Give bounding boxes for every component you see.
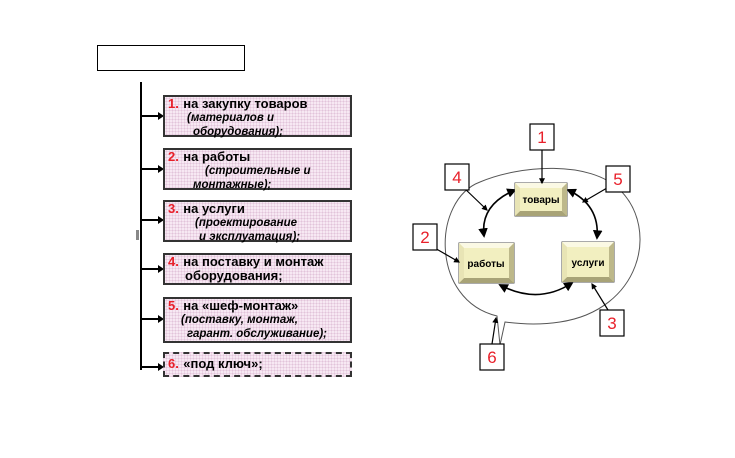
item-number: 3.: [168, 201, 179, 216]
marker-2: 2: [412, 223, 438, 251]
item-main-text: на закупку товаров: [183, 96, 308, 111]
item-number: 6.: [168, 356, 179, 371]
svg-text:1: 1: [537, 128, 546, 147]
item-sub-text: (проектирование: [195, 217, 297, 229]
arrow-goods-services: [566, 188, 603, 240]
list-item-2: 2. на работы (строительные и монтажные);: [163, 148, 352, 191]
marker-3: 3: [599, 309, 625, 337]
list-item-1: 1. на закупку товаров (материалов и обор…: [163, 95, 352, 138]
item-sub-text: гарант. обслуживание);: [187, 328, 327, 340]
title-box: [97, 45, 245, 71]
svg-text:работы: работы: [467, 258, 504, 270]
arrow-goods-works: [478, 188, 517, 238]
item-sub-text: (материалов и: [187, 112, 274, 124]
branch-arrow-2: [141, 165, 164, 173]
item-main-text: на «шеф-монтаж»: [183, 298, 299, 313]
branch-arrow-5: [141, 315, 164, 323]
tree-trunk-line: [140, 82, 142, 370]
branch-arrow-4: [141, 265, 164, 273]
item-sub-text: монтажные);: [193, 179, 272, 191]
branch-arrow-3: [141, 216, 164, 224]
marker-4: 4: [444, 163, 470, 191]
marker-5: 5: [605, 165, 631, 193]
item-number: 4.: [168, 254, 179, 269]
svg-text:2: 2: [420, 228, 429, 247]
svg-text:товары: товары: [522, 195, 559, 206]
svg-text:5: 5: [613, 170, 622, 189]
arrow-works-services: [498, 281, 574, 296]
item-main-text: «под ключ»;: [183, 356, 263, 371]
box-goods: товары: [514, 182, 568, 217]
item-sub-text: и эксплуатация);: [199, 231, 301, 243]
item-main-text: на работы: [183, 149, 251, 164]
item-sub-text: оборудования;: [185, 268, 283, 283]
box-works: работы: [458, 242, 515, 284]
item-sub-text: оборудования);: [193, 126, 284, 138]
item-number: 5.: [168, 298, 179, 313]
marker-6: 6: [479, 343, 505, 371]
list-item-3: 3. на услуги (проектирование и эксплуата…: [163, 200, 352, 243]
branch-arrow-6: [141, 363, 164, 371]
branch-arrow-1: [141, 112, 164, 120]
item-main-text: на поставку и монтаж: [183, 254, 324, 269]
trunk-shadow-mark: [136, 230, 139, 240]
svg-text:услуги: услуги: [572, 258, 605, 269]
svg-text:6: 6: [487, 348, 496, 367]
item-main-text: на услуги: [183, 201, 245, 216]
svg-text:4: 4: [452, 168, 461, 187]
list-item-4: 4. на поставку и монтаж оборудования;: [163, 253, 352, 285]
item-sub-text: (строительные и: [205, 165, 311, 177]
box-services: услуги: [561, 241, 615, 283]
list-item-6: 6. «под ключ»;: [163, 352, 352, 377]
item-number: 2.: [168, 149, 179, 164]
marker-1: 1: [529, 123, 555, 151]
item-sub-text: (поставку, монтаж,: [181, 314, 298, 326]
item-number: 1.: [168, 96, 179, 111]
list-item-5: 5. на «шеф-монтаж» (поставку, монтаж, га…: [163, 297, 352, 343]
svg-text:3: 3: [607, 314, 616, 333]
